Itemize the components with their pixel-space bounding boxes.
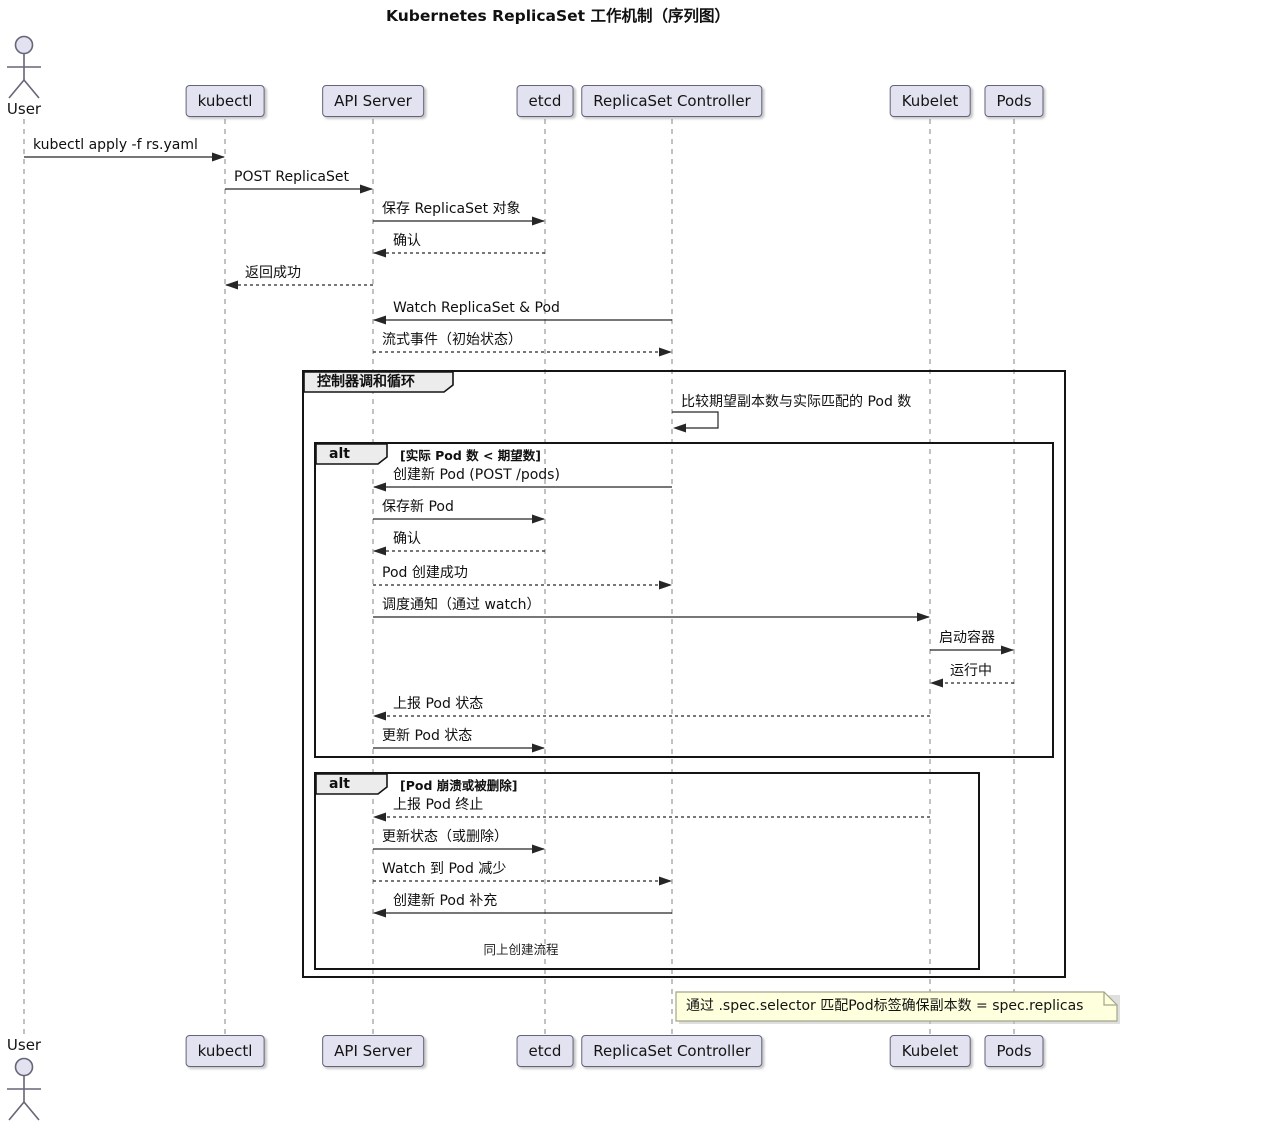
frame-loop [302,370,1066,978]
message-2-arrowhead [532,216,545,226]
frame-alt-1-condition: [实际 Pod 数 < 期望数] [400,448,542,463]
message-5-arrowhead [373,315,386,325]
note-body [675,991,1118,1022]
message-6-arrowhead [659,347,672,357]
frame-alt-2-label: alt [329,776,350,792]
frame-loop-label: 控制器调和循环 [317,374,415,390]
participant-top-kubectl: kubectl [185,85,265,117]
message-10-arrowhead [373,546,386,556]
message-6-label: 流式事件（初始状态） [382,332,522,348]
divider-text: 同上创建流程 [483,942,559,957]
message-0-arrowhead [212,152,225,162]
message-1-arrowhead [360,184,373,194]
message-15-label: 上报 Pod 状态 [393,696,484,712]
frame-alt-2 [314,772,980,970]
message-14-arrowhead [930,678,943,688]
frame-alt-2-condition: [Pod 崩溃或被删除] [400,778,518,793]
participant-top-rsc: ReplicaSet Controller [581,85,763,117]
message-18-label: 更新状态（或删除） [382,829,508,845]
frame-alt-1-tab [315,443,388,465]
actor-top-user-leg-left [8,79,25,99]
message-8-label: 创建新 Pod (POST /pods) [393,467,560,483]
message-7-line [672,411,719,429]
message-0-label: kubectl apply -f rs.yaml [33,137,198,153]
message-17-label: 上报 Pod 终止 [393,797,484,813]
actor-top-user-label: User [6,100,42,118]
frame-loop-tab [303,371,454,393]
message-1-label: POST ReplicaSet [234,169,349,185]
participant-top-etcd: etcd [516,85,574,117]
message-18-arrowhead [532,844,545,854]
message-12-arrowhead [917,612,930,622]
message-4-arrowhead [225,280,238,290]
message-9-arrowhead [532,514,545,524]
frame-alt-1-label: alt [329,446,350,462]
actor-top-user-leg-right [23,79,40,99]
message-19-arrowhead [659,876,672,886]
message-10-label: 确认 [393,531,421,547]
participant-top-kubelet: Kubelet [889,85,971,117]
actor-bottom-user-leg-right [23,1101,40,1121]
frame-alt-1 [314,442,1054,758]
message-20-label: 创建新 Pod 补充 [393,893,498,909]
message-2-label: 保存 ReplicaSet 对象 [382,201,521,217]
participant-bottom-kubelet: Kubelet [889,1035,971,1067]
message-16-label: 更新 Pod 状态 [382,728,473,744]
message-3-label: 确认 [393,233,421,249]
participant-bottom-rsc: ReplicaSet Controller [581,1035,763,1067]
message-4-label: 返回成功 [245,265,301,281]
actor-bottom-user-leg-left [8,1101,25,1121]
actor-top-user-head [14,35,34,55]
message-7-label: 比较期望副本数与实际匹配的 Pod 数 [681,394,912,410]
participant-bottom-kubectl: kubectl [185,1035,265,1067]
participant-bottom-pods: Pods [984,1035,1044,1067]
message-19-label: Watch 到 Pod 减少 [382,861,507,877]
participant-top-apiserver: API Server [322,85,424,117]
message-14-label: 运行中 [950,663,992,679]
message-15-arrowhead [373,711,386,721]
participant-top-pods: Pods [984,85,1044,117]
actor-bottom-user-head [14,1057,34,1077]
message-9-label: 保存新 Pod [382,499,454,515]
message-11-arrowhead [659,580,672,590]
message-16-arrowhead [532,743,545,753]
frame-alt-2-tab [315,773,388,795]
message-11-label: Pod 创建成功 [382,565,468,581]
message-12-label: 调度通知（通过 watch） [382,597,541,613]
message-7-arrowhead [673,423,686,433]
note-text: 通过 .spec.selector 匹配Pod标签确保副本数 = spec.re… [686,998,1084,1014]
actor-bottom-user-label: User [6,1036,42,1054]
message-13-label: 启动容器 [939,630,995,646]
message-20-arrowhead [373,908,386,918]
message-8-arrowhead [373,482,386,492]
message-5-label: Watch ReplicaSet & Pod [393,300,560,316]
message-17-arrowhead [373,812,386,822]
message-3-arrowhead [373,248,386,258]
participant-bottom-etcd: etcd [516,1035,574,1067]
note-fold [1103,992,1117,1006]
message-13-arrowhead [1001,645,1014,655]
diagram-title: Kubernetes ReplicaSet 工作机制（序列图） [386,7,730,25]
participant-bottom-apiserver: API Server [322,1035,424,1067]
